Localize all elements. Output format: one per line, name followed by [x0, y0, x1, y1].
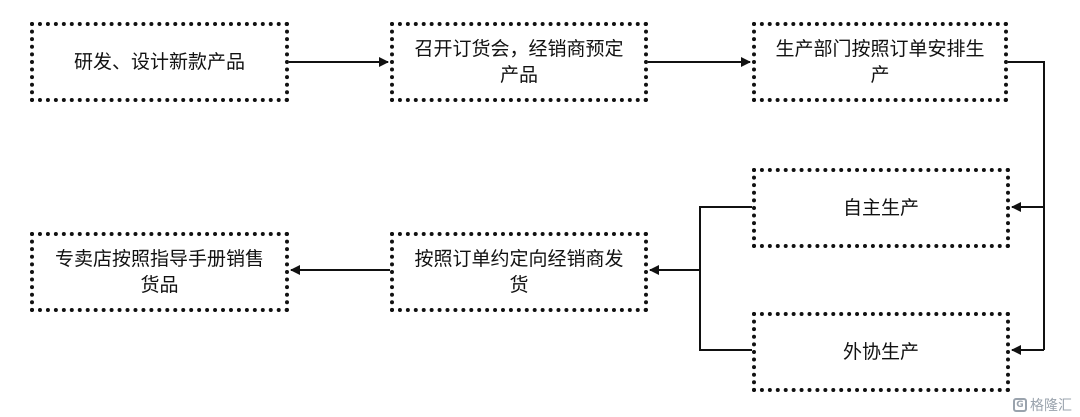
node-ship-label: 按照订单约定向经销商发货 — [414, 248, 624, 296]
node-develop-label: 研发、设计新款产品 — [73, 51, 245, 73]
node-self-production: 自主生产 — [752, 168, 1010, 248]
node-order-meeting-label: 召开订货会，经销商预定产品 — [414, 38, 624, 86]
watermark: G 格隆汇 — [1013, 395, 1072, 415]
connector-production-left-bus — [699, 206, 752, 351]
node-self-production-label: 自主生产 — [842, 197, 919, 219]
node-schedule: 生产部门按照订单安排生产 — [752, 22, 1008, 102]
node-schedule-label: 生产部门按照订单安排生产 — [775, 38, 985, 86]
connector-schedule-right-bus — [1008, 61, 1045, 350]
watermark-logo-icon: G — [1013, 398, 1027, 412]
node-ship: 按照订单约定向经销商发货 — [390, 232, 648, 312]
node-develop: 研发、设计新款产品 — [30, 22, 289, 102]
node-store-sales-label: 专卖店按照指导手册销售货品 — [54, 248, 264, 296]
node-outsourced-production-label: 外协生产 — [842, 341, 919, 363]
watermark-text: 格隆汇 — [1030, 398, 1072, 414]
node-store-sales: 专卖店按照指导手册销售货品 — [30, 232, 289, 312]
node-order-meeting: 召开订货会，经销商预定产品 — [390, 22, 648, 102]
node-outsourced-production: 外协生产 — [752, 312, 1010, 392]
